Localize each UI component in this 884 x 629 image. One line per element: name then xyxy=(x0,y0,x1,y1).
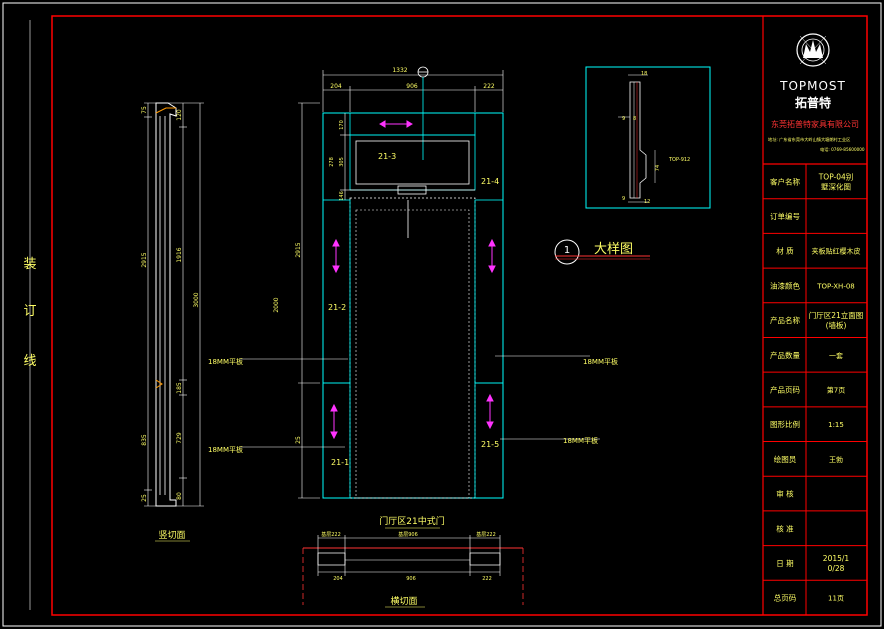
side-dim-d5: 835 xyxy=(141,434,148,446)
side-dim-part-b: 3000 xyxy=(193,292,200,307)
leader-left-lower: 18MM平板 xyxy=(208,445,243,454)
side-dim-d4: 729 xyxy=(176,432,183,444)
detail-view: 18 9 8 TOP-912 74 12 9 xyxy=(585,66,711,209)
binding-char-2: 订 xyxy=(23,304,36,319)
elev-dim-mid: 2000 xyxy=(273,297,280,312)
elev-dim-left: 204 xyxy=(330,83,342,90)
elev-dim-top-c: 305 xyxy=(339,157,345,167)
elev-dim-lower: 25 xyxy=(295,436,302,444)
detail-dim-part: TOP-912 xyxy=(668,157,690,163)
title-block-value: 11页 xyxy=(828,595,844,603)
elev-dim-total: 2915 xyxy=(295,242,302,257)
title-block-value: 夹板贴红樱木皮 xyxy=(812,247,861,256)
binding-char-1: 装 xyxy=(23,257,36,272)
tag-21-3: 21-3 xyxy=(378,152,396,161)
title-block-label: 产品名称 xyxy=(770,315,800,325)
title-block-value: 1:15 xyxy=(828,421,844,429)
plan-dim-bot-center: 906 xyxy=(406,576,416,582)
title-block-value: 门厅区21立面图(墙板) xyxy=(809,310,864,330)
elev-dim-right: 222 xyxy=(483,83,495,90)
company-name: 东莞拓普特家具有限公司 xyxy=(771,119,859,129)
side-dim-d1: 75 xyxy=(141,106,148,114)
plan-dim-top-center: 基层906 xyxy=(398,531,418,538)
title-block-label: 绘图员 xyxy=(774,454,797,464)
company-address: 地址: 广东省东莞市大岭山镇大塘朗村工业区 xyxy=(768,136,850,143)
title-block-label: 客户名称 xyxy=(770,176,800,186)
title-block-label: 订单编号 xyxy=(770,211,800,221)
callout-number: 1 xyxy=(564,245,570,256)
title-block-label: 产品数量 xyxy=(770,350,800,360)
elev-dim-overall: 1332 xyxy=(392,67,407,74)
elev-dim-center: 906 xyxy=(406,83,418,90)
plan-section-title: 横切面 xyxy=(390,595,417,607)
brand-name: TOPMOST xyxy=(779,79,846,93)
leader-right-upper: 18MM平板 xyxy=(583,357,618,366)
title-block-label: 材 质 xyxy=(776,246,794,256)
side-dim-d7: 80 xyxy=(176,492,183,500)
plan-dim-bot-left: 204 xyxy=(333,576,343,582)
elevation-title: 门厅区21中式门 xyxy=(379,515,444,527)
title-block-label: 核 准 xyxy=(776,523,794,533)
title-block-label: 产品页码 xyxy=(770,385,800,395)
title-block-value: 一套 xyxy=(829,351,843,360)
brand-cn-name: 拓普特 xyxy=(795,95,831,110)
title-block-label: 日 期 xyxy=(776,559,793,568)
tag-21-2: 21-2 xyxy=(328,303,346,312)
title-block-value: TOP-XH-08 xyxy=(816,282,855,290)
callout-circle-icon xyxy=(554,239,580,265)
side-dim-part-a: 1916 xyxy=(176,247,183,262)
title-block-value: TOP-04别墅深化图 xyxy=(818,172,854,191)
title-block-label: 审 核 xyxy=(776,489,794,499)
side-section: 75 2915 835 25 120 1916 185 729 80 3000 … xyxy=(141,102,204,542)
detail-dim-top: 18 xyxy=(641,71,647,77)
side-dim-d3: 185 xyxy=(176,382,183,394)
binding-char-3: 线 xyxy=(23,354,36,369)
tag-21-5: 21-5 xyxy=(481,440,499,449)
elev-dim-top-b: 278 xyxy=(329,157,335,167)
leader-left-upper: 18MM平板 xyxy=(208,357,243,366)
title-block-value: 第7页 xyxy=(827,386,845,395)
callout-title: 大样图 xyxy=(594,242,633,257)
side-section-title: 竖切面 xyxy=(158,530,185,541)
leader-right-lower: 18MM平板 xyxy=(563,436,598,445)
plan-dim-top-left: 基层222 xyxy=(321,531,341,538)
detail-dim-left-2: 9 xyxy=(622,196,625,202)
plan-section: 基层222 基层906 基层222 204 906 222 横切面 xyxy=(302,531,524,608)
title-block-label: 图形比例 xyxy=(770,419,800,429)
elev-dim-top-d: 146 xyxy=(339,191,345,201)
detail-dim-mid: 8 xyxy=(633,116,636,122)
side-dim-d2: 120 xyxy=(176,109,183,121)
topmost-logo-icon xyxy=(796,33,830,67)
door-elevation: 1332 204 906 222 xyxy=(208,66,618,529)
elev-dim-top-a: 170 xyxy=(339,120,345,130)
title-block-label: 总页码 xyxy=(774,593,797,603)
detail-dim-h: 74 xyxy=(655,165,661,171)
detail-callout: 1 大样图 xyxy=(554,239,650,265)
title-block: TOPMOST 拓普特 东莞拓普特家具有限公司 地址: 广东省东莞市大岭山镇大塘… xyxy=(762,16,867,615)
plan-dim-bot-right: 222 xyxy=(482,576,492,582)
frame-border xyxy=(51,15,868,616)
detail-dim-bottom: 12 xyxy=(644,199,650,205)
title-block-value: 王勃 xyxy=(829,455,843,464)
detail-dim-left: 9 xyxy=(622,116,625,122)
tag-21-1: 21-1 xyxy=(331,458,349,467)
side-dim-total: 2915 xyxy=(141,252,148,267)
side-dim-d6: 25 xyxy=(141,494,148,502)
tag-21-4: 21-4 xyxy=(481,177,499,186)
title-block-label: 油漆颜色 xyxy=(770,280,800,290)
company-phone: 电话: 0769-85600000 xyxy=(820,146,865,153)
plan-dim-top-right: 基层222 xyxy=(476,531,496,538)
